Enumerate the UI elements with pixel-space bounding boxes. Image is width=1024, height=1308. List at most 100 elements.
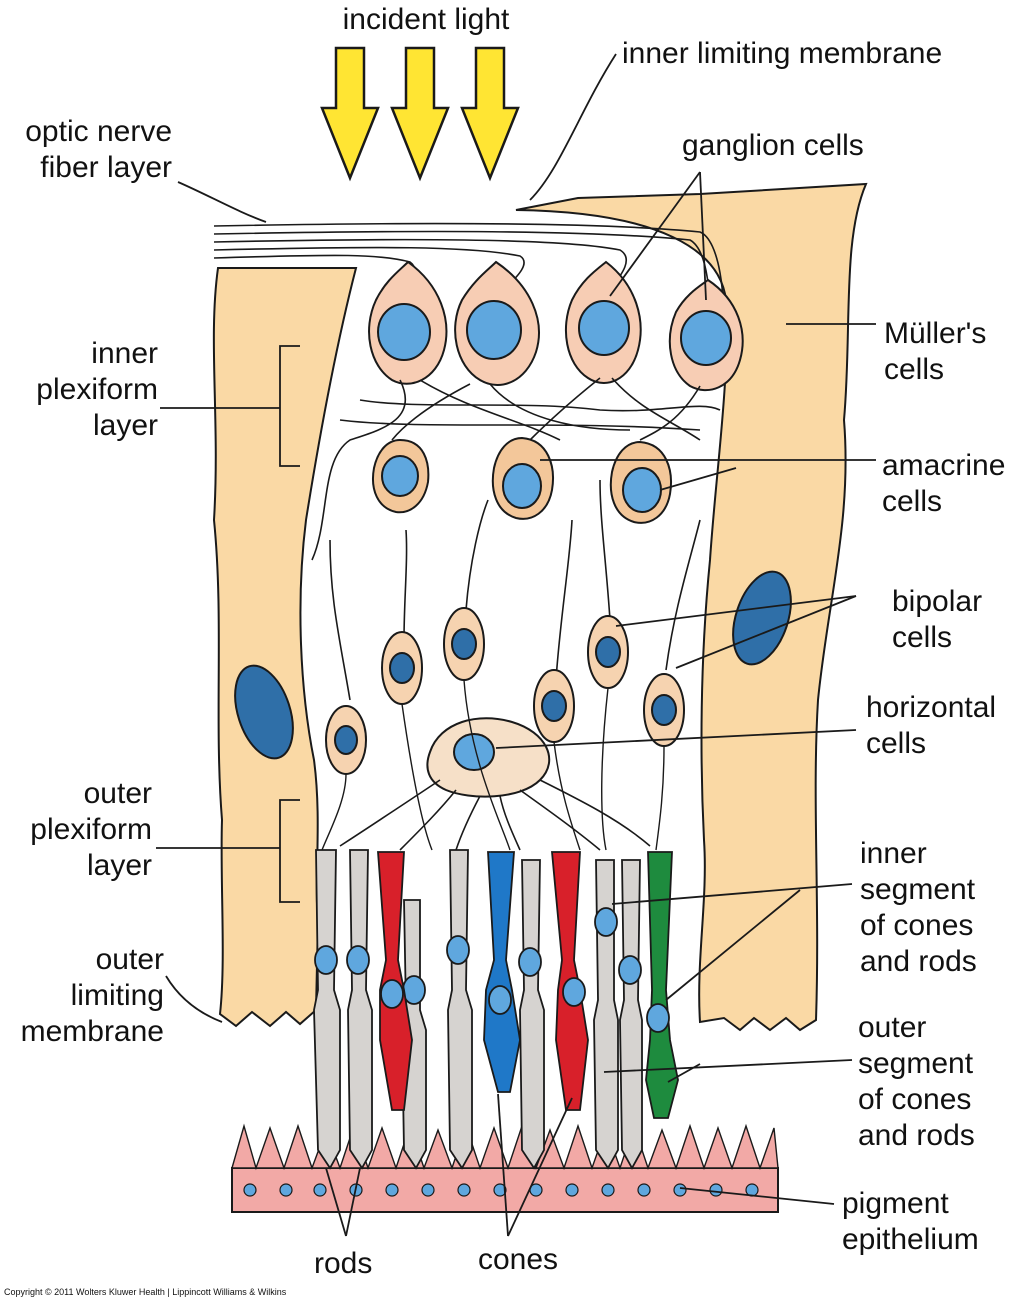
ganglion-nucleus [466, 300, 522, 360]
leader-bipolar-2 [675, 595, 857, 669]
label-line: and rods [860, 945, 977, 978]
label-line: plexiform [36, 373, 158, 406]
leader-ganglion-2 [699, 171, 707, 301]
leader-inner-segment-1 [611, 883, 853, 905]
leader-bipolar-1 [615, 595, 857, 627]
muller-cell-left [212, 267, 358, 1028]
label-line: cells [892, 621, 953, 654]
label-line: of cones [858, 1083, 972, 1116]
muller-cells [212, 182, 868, 1032]
amacrine-cells [372, 436, 672, 524]
label-line: outer [83, 777, 152, 810]
label-horizontal-cells: horizontal cells [866, 690, 996, 762]
label-line: inner [91, 337, 158, 370]
horizontal-processes [339, 779, 651, 851]
rod-cell [447, 849, 473, 1170]
label-outer-plexiform-layer: outer plexiform layer [0, 776, 152, 884]
leader-cones-1 [497, 1093, 509, 1237]
label-line: plexiform [30, 813, 152, 846]
ganglion-nucleus [578, 300, 630, 356]
leader-inner-segment-2 [665, 889, 801, 1001]
leader-outer-limiting [165, 975, 223, 1023]
rod-cell [313, 849, 341, 1170]
label-line: amacrine [882, 449, 1006, 482]
epithelium-nuclei [243, 1183, 759, 1197]
label-line: optic nerve [25, 115, 172, 148]
bipolar-cells [325, 607, 685, 775]
bipolar-nucleus [541, 690, 567, 722]
label-rods: rods [314, 1247, 373, 1280]
bipolar-nucleus [595, 636, 621, 668]
label-line: of cones [860, 909, 974, 942]
label-outer-limiting-membrane: outer limiting membrane [0, 942, 164, 1050]
label-inner-plexiform-layer: inner plexiform layer [0, 336, 158, 444]
leader-cones-2 [507, 1097, 573, 1237]
cones [377, 851, 679, 1119]
label-cones: cones [478, 1243, 559, 1276]
leader-optic-nerve [177, 181, 267, 223]
leader-lines [156, 53, 876, 1237]
amacrine-nucleus [622, 467, 662, 513]
label-line: fiber layer [40, 151, 172, 184]
label-line: layer [92, 409, 158, 442]
light-arrow-icon [390, 46, 450, 182]
leader-inner-limiting [529, 53, 617, 201]
label-incident-light: incident light [342, 3, 510, 36]
label-line: outer [95, 943, 164, 976]
bipolar-nucleus [334, 725, 358, 755]
ganglion-nucleus [377, 303, 431, 361]
rods [313, 849, 643, 1170]
label-line: layer [86, 849, 152, 882]
label-inner-limiting-membrane: inner limiting membrane [622, 37, 943, 70]
label-optic-nerve-fiber-layer: optic nerve fiber layer [0, 114, 172, 186]
leader-amacrine-2 [659, 467, 737, 491]
leader-outer-segment-2 [667, 1063, 701, 1083]
amacrine-nucleus [502, 463, 542, 509]
bipolar-nucleus [451, 628, 477, 660]
rod-cell [347, 849, 373, 1170]
leader-outer-segment-1 [603, 1059, 853, 1073]
label-amacrine-cells: amacrine cells [882, 448, 1005, 520]
label-pigment-epithelium: pigment epithelium [842, 1186, 979, 1258]
bipolar-nucleus [389, 652, 415, 684]
light-arrow-icon [320, 46, 380, 182]
incident-light-arrows [320, 46, 520, 182]
label-mullers-cells: Müller's cells [884, 316, 986, 388]
leader-rods-2 [345, 1167, 361, 1237]
bipolar-dendrites [321, 679, 665, 851]
label-line: segment [858, 1047, 974, 1080]
bipolar-nucleus [651, 694, 677, 726]
label-line: cells [884, 353, 945, 386]
label-outer-segment: outer segment of cones and rods [858, 1010, 975, 1154]
label-line: horizontal [866, 691, 997, 724]
label-line: epithelium [842, 1223, 979, 1256]
label-line: Müller's [884, 317, 987, 350]
ganglion-nucleus [680, 310, 732, 366]
label-line: membrane [20, 1015, 164, 1048]
label-line: cells [882, 485, 943, 518]
muller-nucleus [234, 664, 294, 760]
blue-cone [483, 851, 521, 1093]
label-bipolar-cells: bipolar cells [892, 584, 982, 656]
bracket-outer-plexiform [279, 799, 300, 903]
copyright-notice: Copyright © 2011 Wolters Kluwer Health |… [4, 1287, 287, 1297]
label-line: pigment [842, 1187, 949, 1220]
horizontal-cell-group [321, 679, 665, 851]
light-arrow-icon [460, 46, 520, 182]
label-line: limiting [70, 979, 164, 1012]
label-line: cells [866, 727, 927, 760]
bipolar-processes [329, 479, 701, 701]
rod-cell [519, 859, 545, 1170]
rod-cell [619, 859, 643, 1170]
horizontal-nucleus [453, 733, 495, 771]
rod-cell [593, 859, 619, 1170]
leader-pigment [679, 1187, 835, 1205]
ganglion-cells [368, 260, 744, 391]
leader-ganglion-1 [609, 171, 701, 297]
label-ganglion-cells: ganglion cells [682, 129, 864, 162]
inner-plexiform-processes [311, 377, 721, 561]
label-line: and rods [858, 1119, 975, 1152]
leader-horizontal [495, 729, 857, 749]
